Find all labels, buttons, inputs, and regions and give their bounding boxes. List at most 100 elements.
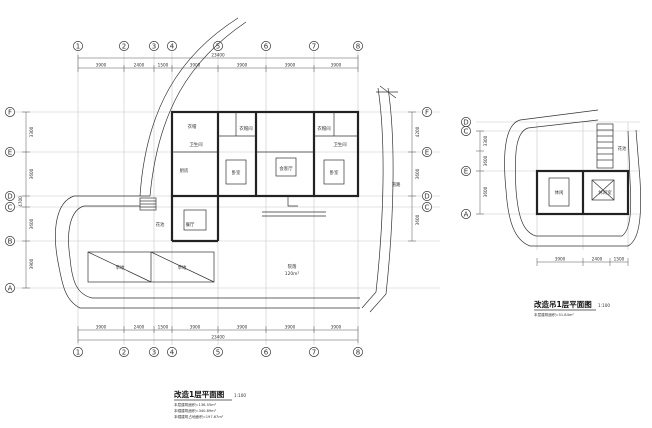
dim-top-seg-3: 1500 — [158, 63, 169, 68]
dim-top-total: 23400 — [211, 53, 225, 58]
room-label-13: 草地 — [178, 264, 187, 271]
main-title-block: 改造1层平面图 1:100 本层建筑面积=136.55m² 本幢建筑面积=340… — [174, 389, 246, 419]
dim-bottom-total: 23400 — [211, 335, 225, 340]
annex-title: 改造吊1层平面图 — [534, 299, 592, 309]
axis-num-top-5: 5 — [216, 43, 220, 51]
axis-num-bottom-5: 5 — [216, 349, 220, 357]
axis-bubbles-bottom: 1 2 3 4 5 6 7 8 — [73, 347, 363, 357]
axis-letter-left-f: F — [8, 109, 12, 117]
room-label-9: 卧室 — [330, 169, 339, 176]
grid-lines — [14, 52, 440, 345]
annex-axis-d: D — [463, 119, 468, 127]
dim-left-5: 3900 — [29, 258, 34, 269]
annex-scale: 1:100 — [598, 303, 610, 308]
axis-num-top-1: 1 — [76, 43, 80, 51]
annex-dim-h-1: 3900 — [555, 257, 566, 262]
main-note-3: 本幢建筑占地面积=197.67m² — [174, 414, 224, 419]
dim-bottom-seg-4: 3900 — [190, 325, 201, 330]
axis-letter-left-d: D — [7, 193, 12, 201]
dim-bottom-seg-3: 1500 — [158, 325, 169, 330]
axis-num-top-8: 8 — [356, 43, 360, 51]
axis-letter-left-b: B — [8, 238, 13, 246]
room-label-11: 花池 — [156, 221, 165, 228]
axis-letter-left-e: E — [8, 149, 12, 157]
dim-right-1: 4200 — [415, 126, 420, 137]
axis-num-bottom-8: 8 — [356, 349, 360, 357]
dim-left-3: 4700 — [18, 196, 23, 207]
curved-road — [55, 17, 398, 313]
room-label-5: 衣帽间 — [317, 125, 330, 132]
axis-num-top-3: 3 — [152, 43, 156, 51]
annex-plan: D C E A 3300 3600 3600 花池 休闲 休闲室 — [461, 109, 642, 317]
dim-left-4: 3600 — [29, 218, 34, 229]
axis-num-bottom-2: 2 — [122, 349, 126, 357]
axis-num-top-2: 2 — [122, 43, 126, 51]
axis-bubbles-right: F E D C — [422, 107, 432, 212]
annex-dim-v-3: 3600 — [483, 186, 488, 197]
room-label-6: 厨房 — [180, 167, 189, 174]
room-label-14-area: 120m² — [285, 271, 300, 277]
dimension-left: 3300 3600 4700 3600 3900 — [18, 111, 34, 289]
dim-top-seg-7: 3900 — [331, 63, 342, 68]
room-label-10: 餐厅 — [186, 221, 195, 228]
dimension-top: 23400 3900 2400 1500 3900 3900 3900 3900 — [77, 53, 359, 72]
dim-left-2: 3600 — [29, 168, 34, 179]
main-note-2: 本幢建筑面积=340.89m² — [174, 408, 217, 413]
dim-right-3: 3600 — [415, 214, 420, 225]
main-title: 改造1层平面图 — [174, 389, 225, 399]
dim-bottom-seg-1: 3900 — [96, 325, 107, 330]
axis-letter-left-a: A — [8, 285, 13, 293]
axis-num-top-6: 6 — [264, 43, 269, 51]
axis-num-bottom-6: 6 — [264, 349, 269, 357]
room-label-7: 卧室 — [232, 169, 241, 176]
axis-num-top-7: 7 — [312, 43, 316, 51]
axis-num-bottom-1: 1 — [76, 349, 80, 357]
dim-top-seg-4: 3900 — [190, 63, 201, 68]
main-scale: 1:100 — [234, 393, 246, 398]
annex-dim-h-2: 2400 — [592, 257, 603, 262]
dim-top-seg-1: 3900 — [96, 63, 107, 68]
room-label-8: 会客厅 — [279, 165, 293, 172]
annex-axis-e: E — [464, 168, 468, 176]
axis-num-bottom-7: 7 — [312, 349, 316, 357]
annex-dim-v-2: 3600 — [483, 155, 488, 166]
annex-room-1: 花池 — [618, 145, 627, 152]
annex-room-2: 休闲 — [555, 189, 564, 196]
room-label-3: 衣帽间 — [239, 125, 252, 132]
dim-right-2: 3600 — [415, 168, 420, 179]
axis-num-bottom-4: 4 — [170, 349, 175, 357]
room-label-1: 衣帽 — [188, 123, 197, 130]
axis-letter-right-e: E — [425, 149, 429, 157]
room-label-15: 道路 — [392, 181, 401, 188]
dimension-bottom: 3900 2400 1500 3900 3900 3900 3900 23400 — [77, 325, 359, 343]
dim-top-seg-2: 2400 — [134, 63, 145, 68]
stair-left — [139, 197, 157, 211]
room-label-12: 草地 — [116, 264, 125, 271]
room-label-14: 院落 — [288, 263, 297, 270]
annex-room-3: 休闲室 — [598, 189, 612, 196]
grass-strip — [87, 251, 215, 283]
dim-bottom-seg-5: 3900 — [237, 325, 248, 330]
dim-left-1: 3300 — [29, 126, 34, 137]
axis-letter-right-f: F — [425, 109, 429, 117]
axis-bubbles-left: F E D C B A — [5, 107, 15, 293]
dim-bottom-seg-2: 2400 — [134, 325, 145, 330]
room-labels: 衣帽 卫生间 衣帽间 卫生间 衣帽间 厨房 卧室 会客厅 卧室 餐厅 花池 草地… — [116, 123, 401, 277]
room-label-2: 卫生间 — [189, 141, 202, 148]
axis-letter-left-c: C — [8, 204, 13, 212]
axis-num-bottom-3: 3 — [152, 349, 156, 357]
annex-axis-a: A — [464, 211, 469, 219]
axis-letter-right-c: C — [425, 204, 430, 212]
annex-dim-h-3: 1500 — [614, 257, 625, 262]
annex-note-1: 本层建筑面积=51.84m² — [534, 312, 574, 317]
dim-top-seg-6: 3900 — [285, 63, 296, 68]
room-label-4: 卫生间 — [333, 141, 346, 148]
dimension-right: 4200 3600 3600 — [408, 111, 420, 242]
annex-dim-v-1: 3300 — [483, 135, 488, 146]
dim-bottom-seg-6: 3900 — [285, 325, 296, 330]
annex-axis-c: C — [464, 128, 469, 136]
axis-num-top-4: 4 — [170, 43, 175, 51]
axis-letter-right-d: D — [424, 193, 429, 201]
